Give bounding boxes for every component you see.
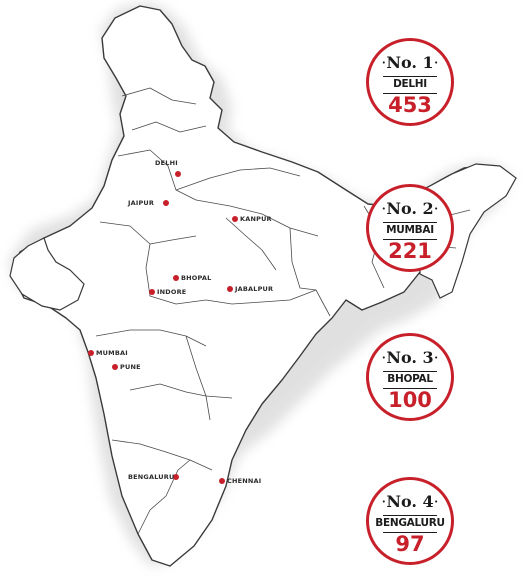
rank-divider [383, 76, 437, 77]
city-label-indore: INDORE [157, 288, 187, 296]
city-label-delhi: DELHI [155, 159, 178, 167]
rank-title: No. 1 [369, 55, 451, 71]
rank-divider [383, 388, 437, 389]
rank-title: No. 4 [369, 494, 451, 510]
city-label-bhopal: BHOPAL [181, 274, 212, 282]
city-label-bengaluru: BENGALURU [128, 473, 175, 481]
rank-badge-2: No. 2 MUMBAI 221 [366, 184, 454, 272]
gujarat-peninsula [9, 237, 85, 311]
city-dot-jaipur [163, 200, 169, 206]
rank-value: 100 [388, 388, 432, 412]
city-dot-bengaluru [173, 474, 179, 480]
city-dots [88, 171, 238, 484]
rank-divider [383, 93, 437, 94]
city-dot-chennai [219, 478, 225, 484]
rank-title: No. 3 [369, 350, 451, 366]
rank-value: 453 [388, 93, 432, 117]
city-label-kanpur: KANPUR [240, 215, 272, 223]
city-label-jaipur: JAIPUR [128, 199, 155, 207]
city-dot-pune [112, 364, 118, 370]
city-dot-kanpur [232, 216, 238, 222]
city-dot-jabalpur [227, 286, 233, 292]
city-label-jabalpur: JABALPUR [235, 285, 274, 293]
city-label-mumbai: MUMBAI [96, 349, 128, 357]
rank-divider [383, 222, 437, 223]
rank-divider [383, 515, 437, 516]
city-label-pune: PUNE [120, 363, 141, 371]
city-dot-bhopal [173, 275, 179, 281]
rank-divider [383, 239, 437, 240]
rank-value: 221 [388, 239, 432, 263]
rank-city: DELHI [393, 78, 427, 90]
city-dot-indore [149, 289, 155, 295]
rank-divider [383, 532, 437, 533]
rank-badge-4: No. 4 BENGALURU 97 [366, 477, 454, 565]
rank-title: No. 2 [369, 201, 451, 217]
city-dot-delhi [175, 171, 181, 177]
city-dot-mumbai [88, 350, 94, 356]
rank-city: MUMBAI [386, 224, 434, 236]
rank-city: BENGALURU [375, 517, 445, 529]
rank-badge-3: No. 3 BHOPAL 100 [366, 333, 454, 421]
rank-value: 97 [395, 532, 425, 556]
rank-divider [383, 371, 437, 372]
city-label-chennai: CHENNAI [227, 477, 262, 485]
rank-city: BHOPAL [387, 373, 433, 385]
rank-badge-1: No. 1 DELHI 453 [366, 38, 454, 126]
